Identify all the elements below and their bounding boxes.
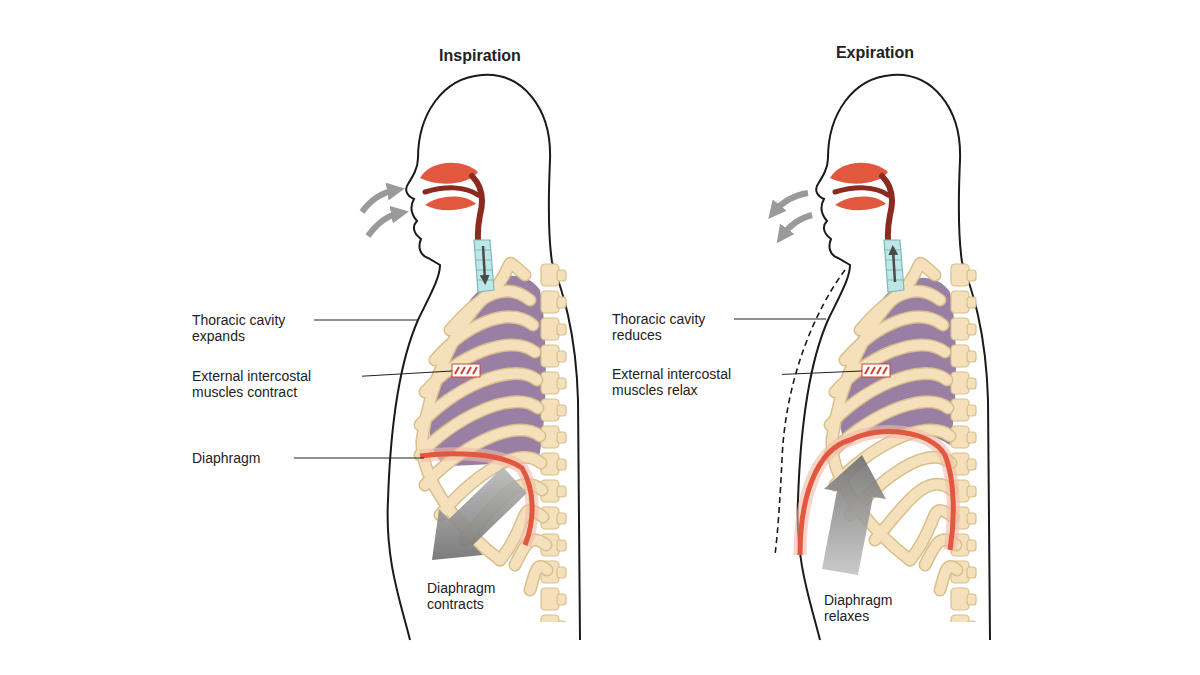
callout-label: Diaphragm relaxes [822,592,918,624]
movement-arrow [822,455,886,575]
torso [798,75,990,640]
torso [388,75,580,640]
leader-line [348,371,452,377]
air-arrow [782,215,812,236]
intercostal-muscle [862,364,890,377]
callout-label: Thoracic cavity expands [190,312,314,344]
air-arrow [774,193,808,212]
air-arrow [362,190,396,212]
leader-lines [274,319,862,458]
airflow-arrow [483,246,485,280]
panel-heading: Inspiration [378,47,582,65]
panel-heading: Expiration [773,44,977,62]
leader-line [768,371,862,375]
leader-line [302,319,418,320]
callout-label: Diaphragm [190,450,294,466]
expiration-figure [774,75,990,640]
outline-before [775,270,845,555]
callout-label: Diaphragm contracts [425,580,521,612]
callout-label: Thoracic cavity reduces [610,311,734,343]
leader-line [722,318,826,319]
callout-label: External intercostal muscles contract [190,368,362,400]
movement-arrow [432,467,527,560]
intercostal-muscle [452,364,480,377]
callout-label: External intercostal muscles relax [610,366,782,398]
air-arrow [368,213,400,236]
airflow-arrow [893,250,895,282]
leader-line [274,457,424,458]
inspiration-figure [362,75,580,640]
